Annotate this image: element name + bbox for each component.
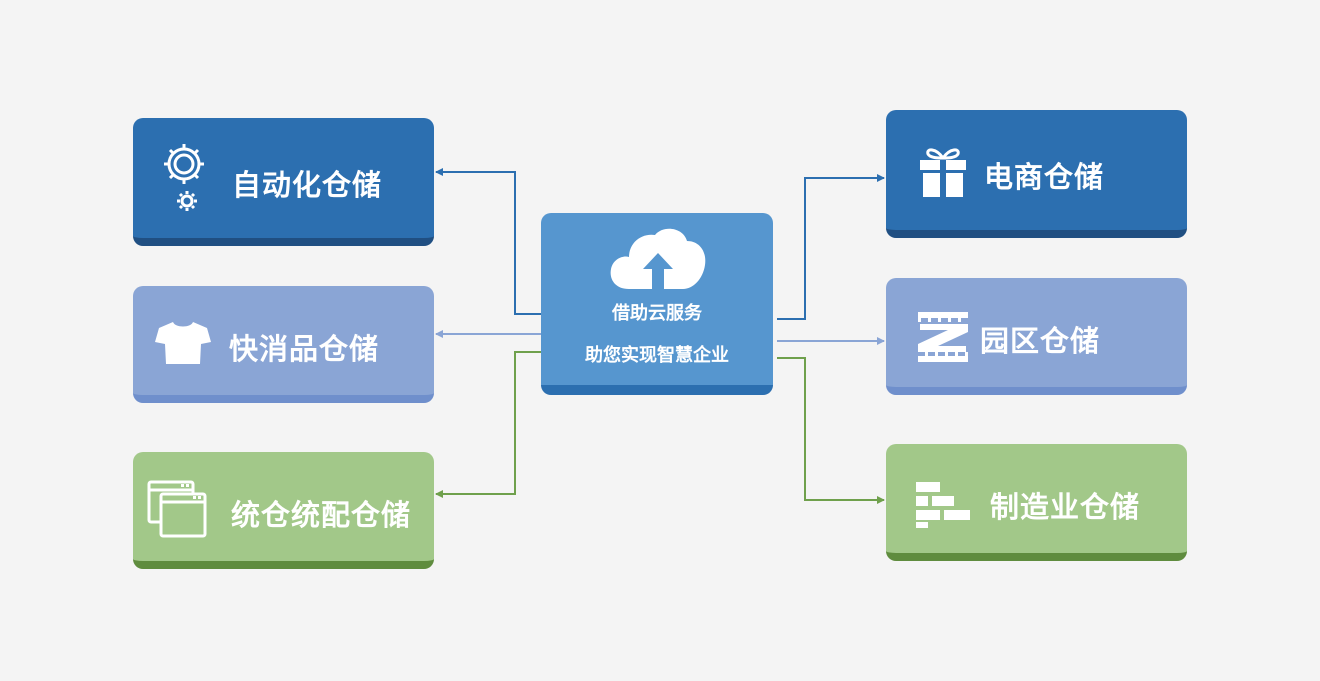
cloud-service-box: 借助云服务 助您实现智慧企业 — [541, 213, 773, 395]
bricks-icon — [914, 480, 972, 534]
automation-storage-label: 自动化仓储 — [232, 168, 383, 202]
fmcg-storage-box: 快消品仓储 — [133, 286, 434, 403]
cloud-service-title: 借助云服务 — [612, 303, 702, 324]
manufacturing-storage-label: 制造业仓储 — [990, 490, 1141, 524]
z-ruler-icon — [916, 310, 970, 368]
unified-storage-box: 统仓统配仓储 — [133, 452, 434, 569]
connector-center-to-ecommerce — [777, 174, 885, 320]
cloud-service-subtitle: 助您实现智慧企业 — [585, 345, 729, 366]
gift-icon — [918, 146, 968, 202]
windows-icon — [147, 480, 207, 542]
park-storage-box: 园区仓储 — [886, 278, 1187, 395]
tshirt-icon — [155, 320, 211, 370]
ecommerce-storage-label: 电商仓储 — [984, 160, 1105, 194]
automation-storage-box: 自动化仓储 — [133, 118, 434, 246]
manufacturing-storage-box: 制造业仓储 — [886, 444, 1187, 561]
unified-storage-label: 统仓统配仓储 — [231, 498, 412, 532]
ecommerce-storage-box: 电商仓储 — [886, 110, 1187, 238]
connector-center-to-unified — [435, 351, 541, 498]
gears-icon — [159, 140, 213, 220]
connector-center-to-manufacturing — [777, 357, 885, 504]
park-storage-label: 园区仓储 — [980, 324, 1101, 358]
connector-center-to-automation — [435, 168, 541, 315]
fmcg-storage-label: 快消品仓储 — [229, 332, 380, 366]
cloud-upload-icon — [609, 223, 707, 295]
